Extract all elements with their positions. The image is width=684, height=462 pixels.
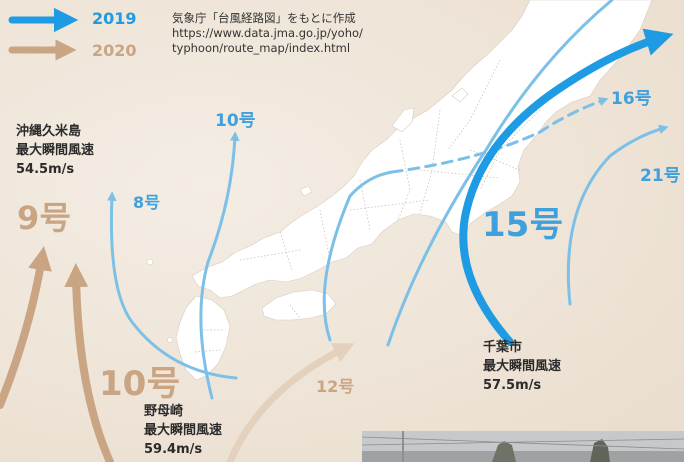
- photo-thumbnail-graphic: [362, 431, 684, 462]
- track-2019-19: [386, 0, 614, 347]
- source-note-line3: typhoon/route_map/index.html: [172, 41, 351, 55]
- land-sado: [451, 87, 469, 103]
- tracks-2019: [107, 0, 674, 400]
- typhoon-label-2019-21: 21号: [640, 166, 681, 186]
- station-value: 54.5m/s: [16, 162, 75, 177]
- station-title: 最大瞬間風速: [483, 359, 562, 374]
- station-value: 59.4m/s: [144, 442, 203, 457]
- land-japan: [146, 0, 653, 381]
- track-2019-8: [107, 191, 238, 380]
- station-value: 57.5m/s: [483, 378, 542, 393]
- land-oki: [299, 185, 313, 197]
- station-name: 沖縄久米島: [16, 124, 82, 139]
- station-kumejima: 沖縄久米島 最大瞬間風速 54.5m/s: [16, 122, 94, 179]
- source-note-line1: 気象庁「台風経路図」をもとに作成: [172, 11, 356, 25]
- photo-thumbnail: [362, 431, 684, 462]
- legend-arrows: [8, 7, 79, 61]
- station-nomozaki: 野母崎 最大瞬間風速 59.4m/s: [144, 402, 222, 459]
- typhoon-label-2019-15: 15号: [482, 205, 564, 245]
- land-shikoku: [261, 289, 337, 321]
- typhoon-label-2019-8: 8号: [133, 193, 161, 212]
- station-title: 最大瞬間風速: [144, 423, 223, 438]
- track-2019-16: [322, 170, 394, 342]
- source-note-line2: https://www.data.jma.go.jp/yoho/: [172, 26, 363, 40]
- track-2020-12: [226, 343, 355, 462]
- track-2020-9-left: [0, 246, 52, 409]
- land-goto: [167, 337, 173, 343]
- track-2019-16-dashed: [390, 97, 609, 174]
- legend-label-2019: 2019: [92, 9, 137, 28]
- land-noto: [391, 107, 415, 133]
- station-name: 千葉市: [483, 340, 523, 355]
- typhoon-label-2020-10: 10号: [99, 364, 181, 404]
- land-tsushima: [146, 258, 154, 266]
- tracks-2020: [0, 246, 355, 462]
- typhoon-label-2020-9: 9号: [17, 199, 72, 237]
- track-2020-10: [64, 263, 114, 462]
- station-name: 野母崎: [144, 404, 184, 419]
- station-title: 最大瞬間風速: [16, 143, 95, 158]
- track-2019-15: [459, 28, 674, 346]
- legend-label-2020: 2020: [92, 41, 137, 60]
- station-chiba: 千葉市 最大瞬間風速 57.5m/s: [483, 338, 561, 395]
- prefecture-borders: [194, 59, 541, 353]
- typhoon-label-2019-16: 16号: [611, 89, 652, 109]
- typhoon-label-2019-10: 10号: [215, 111, 256, 131]
- typhoon-label-2020-12: 12号: [316, 377, 355, 396]
- track-2019-21: [566, 124, 669, 306]
- track-2019-10: [199, 131, 240, 400]
